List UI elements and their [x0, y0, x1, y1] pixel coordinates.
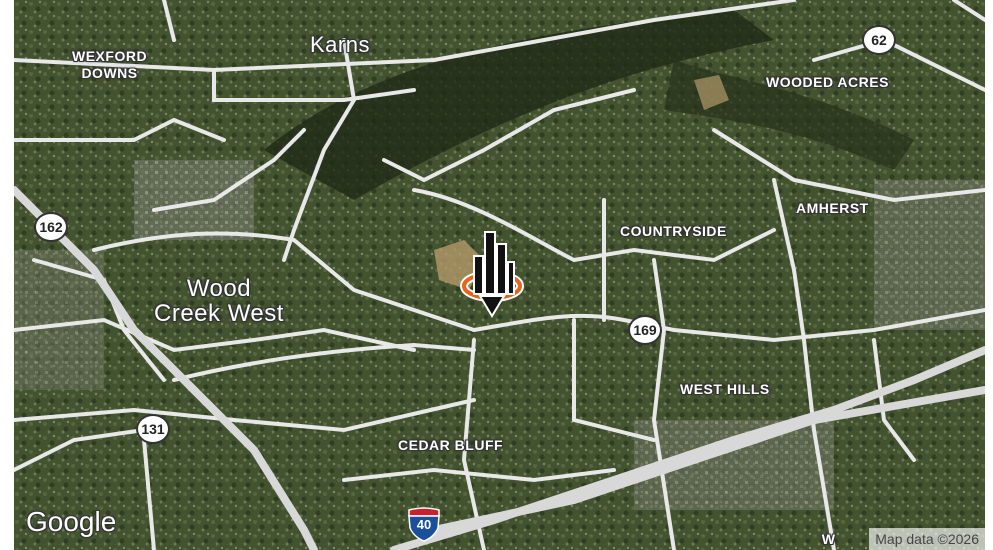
place-label-wexford-line1: WEXFORD: [72, 48, 148, 64]
route-shield-131: 131: [136, 414, 170, 444]
route-shield-169: 169: [628, 315, 662, 345]
place-label-wood-creek-line2: Creek West: [154, 300, 284, 328]
map-canvas[interactable]: Karns WEXFORD DOWNS WOODED ACRES AMHERST…: [14, 0, 985, 550]
interstate-shield-icon: [408, 507, 440, 542]
place-label-karns: Karns: [310, 32, 370, 57]
map-attribution[interactable]: Map data ©2026: [869, 528, 985, 550]
place-label-wooded-acres: WOODED ACRES: [766, 74, 889, 90]
interstate-shield-40: 40: [406, 506, 442, 542]
place-label-west-hills: WEST HILLS: [680, 381, 770, 397]
place-label-wexford-line2: DOWNS: [81, 64, 138, 81]
satellite-terrain: [14, 0, 985, 550]
route-shield-162: 162: [34, 212, 68, 242]
route-shield-62: 62: [862, 25, 896, 55]
place-label-countryside: COUNTRYSIDE: [620, 223, 727, 239]
marker-graphic: [460, 231, 524, 318]
place-label-amherst: AMHERST: [796, 200, 869, 216]
place-label-wood-creek-line1: Wood: [186, 275, 252, 302]
cutoff-place-label: W: [821, 531, 835, 547]
building-pin-icon[interactable]: [460, 226, 524, 320]
google-logo: Google: [26, 506, 117, 537]
place-label-cedar-bluff: CEDAR BLUFF: [398, 437, 504, 453]
place-label-wood-creek-west: Wood Creek West: [154, 275, 284, 328]
place-label-wexford-downs: WEXFORD DOWNS: [72, 48, 147, 82]
interstate-number: 40: [416, 517, 432, 532]
